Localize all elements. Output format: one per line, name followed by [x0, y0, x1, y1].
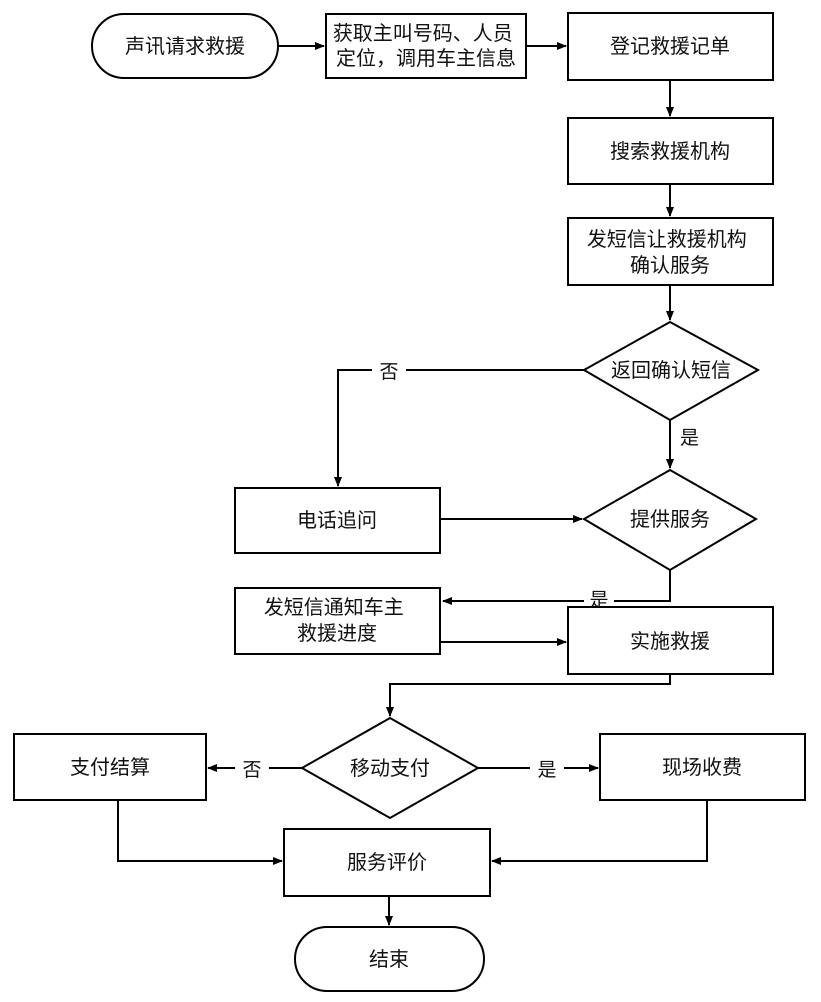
- node-get-caller-info-line2: 定位，调用车主信息: [336, 46, 516, 70]
- node-perform-rescue: 实施救援: [567, 606, 774, 675]
- label-payment-yes: 是: [537, 759, 556, 781]
- edge-rescue-to-payment: [386, 674, 671, 717]
- label-payment-no: 否: [242, 759, 261, 781]
- node-voice-request: 声讯请求救援: [91, 13, 279, 79]
- node-search-agency-label: 搜索救援机构: [610, 139, 730, 163]
- svg-text:发短信让救援机构 确认服务: 发短信让救援机构 确认服务: [587, 227, 753, 277]
- node-voice-request-label: 声讯请求救援: [125, 34, 245, 58]
- label-provide-yes: 是: [589, 589, 608, 611]
- svg-text:获取主叫号码、人员 定位，调用车主信息: 获取主叫号码、人员 定位，调用车主信息: [333, 21, 519, 70]
- decision-confirm-sms-returned-label: 返回确认短信: [611, 358, 731, 382]
- decision-mobile-payment-label: 移动支付: [350, 756, 430, 780]
- node-service-review-label: 服务评价: [347, 850, 427, 874]
- edge-onsite-to-review: [491, 800, 708, 865]
- node-end-label: 结束: [369, 947, 409, 971]
- node-onsite-charge: 现场收费: [599, 733, 806, 801]
- decision-provide-service: 提供服务: [582, 468, 758, 572]
- edge-provide-yes-to-sms-notify: [442, 570, 671, 605]
- decision-confirm-sms-returned: 返回确认短信: [581, 320, 761, 422]
- label-confirm-yes: 是: [680, 427, 699, 449]
- node-end: 结束: [294, 926, 485, 992]
- node-get-caller-info-line1: 获取主叫号码、人员: [333, 21, 513, 45]
- node-perform-rescue-label: 实施救援: [630, 629, 710, 653]
- node-service-review: 服务评价: [283, 828, 491, 897]
- node-onsite-charge-label: 现场收费: [662, 755, 742, 779]
- node-sms-confirm: 发短信让救援机构 确认服务: [567, 217, 774, 286]
- node-payment-settlement: 支付结算: [13, 733, 207, 801]
- node-payment-settlement-label: 支付结算: [70, 755, 150, 779]
- node-phone-follow-up-label: 电话追问: [297, 508, 377, 532]
- node-get-caller-info: 获取主叫号码、人员 定位，调用车主信息: [325, 13, 527, 79]
- edge-confirm-no-to-phone: [334, 369, 584, 487]
- node-register-order-label: 登记救援记单: [610, 34, 730, 58]
- node-search-agency: 搜索救援机构: [567, 117, 774, 185]
- label-confirm-no: 否: [379, 361, 398, 383]
- node-sms-confirm-line2: 确认服务: [630, 253, 710, 277]
- node-sms-confirm-line1: 发短信让救援机构: [587, 227, 747, 251]
- svg-text:发短信通知车主 救援进度: 发短信通知车主 救援进度: [264, 595, 410, 645]
- node-register-order: 登记救援记单: [567, 12, 774, 81]
- node-sms-notify-owner-line1: 发短信通知车主: [264, 595, 404, 619]
- node-phone-follow-up: 电话追问: [234, 487, 441, 554]
- node-sms-notify-owner-line2: 救援进度: [297, 621, 377, 645]
- edge-labels: 否 是 是 否 是: [235, 359, 699, 781]
- decision-mobile-payment: 移动支付: [299, 716, 481, 820]
- node-sms-notify-owner: 发短信通知车主 救援进度: [234, 587, 441, 655]
- decision-provide-service-label: 提供服务: [630, 507, 710, 531]
- edge-settlement-to-review: [117, 800, 283, 865]
